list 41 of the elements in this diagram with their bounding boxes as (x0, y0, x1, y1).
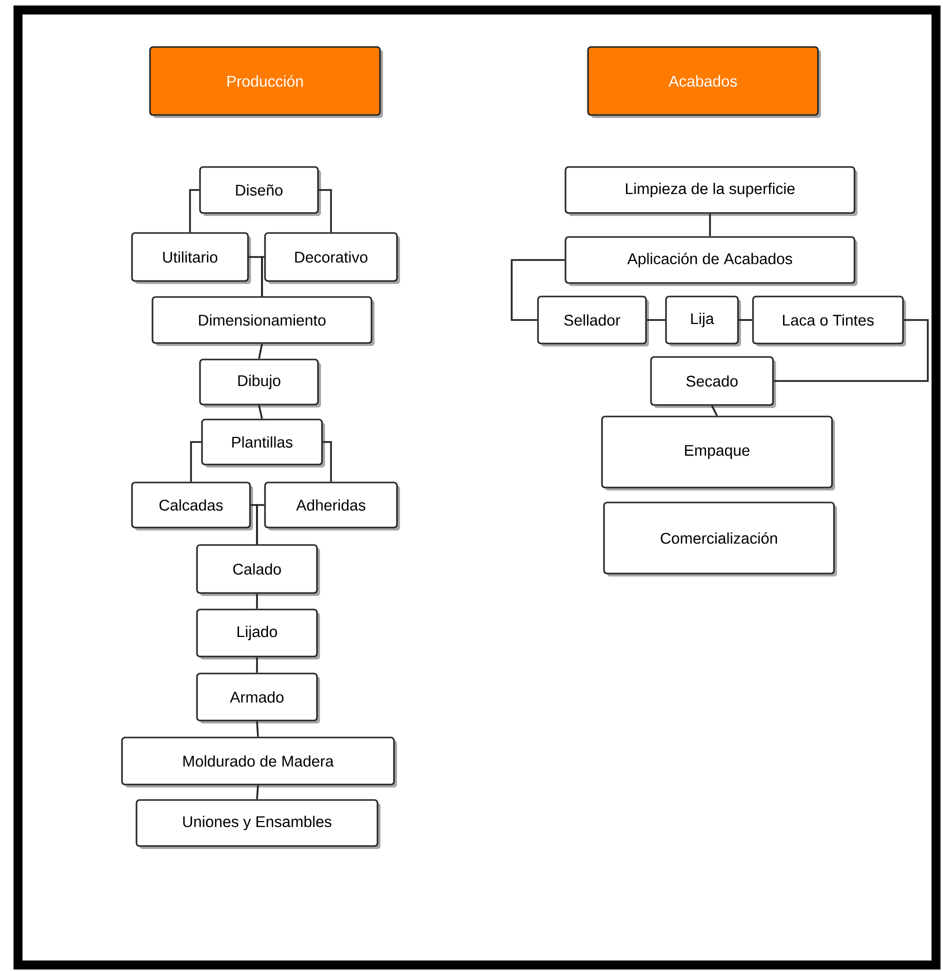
connector-line (256, 785, 259, 800)
process-box: Dimensionamiento (152, 296, 374, 346)
connector-line (709, 214, 711, 236)
process-box: Uniones y Ensambles (136, 799, 380, 849)
process-box: Plantillas (201, 418, 325, 468)
connector-line (774, 319, 929, 382)
process-box: Moldurado de Madera (121, 736, 397, 788)
connector-line (258, 405, 263, 419)
connector-line (261, 256, 264, 296)
connector-line (256, 721, 259, 737)
process-box: Calcadas (131, 482, 253, 530)
process-box: Calado (196, 544, 320, 596)
process-box: Utilitario (131, 232, 251, 284)
connector-line (189, 189, 200, 232)
process-box: Comercialización (603, 502, 837, 576)
process-box: Armado (196, 672, 320, 724)
section-header: Producción (149, 46, 383, 118)
process-box: Laca o Tintes (752, 296, 906, 346)
connector-line (258, 344, 263, 359)
connector-line (256, 594, 258, 609)
connector-line (738, 319, 752, 321)
connector-line (256, 504, 264, 544)
connector-line (322, 441, 332, 482)
process-box: Empaque (601, 416, 835, 490)
process-box: Secado (650, 356, 776, 408)
section-header: Acabados (587, 46, 821, 118)
connector-line (190, 441, 202, 482)
process-box: Diseño (199, 166, 321, 216)
process-box: Aplicación de Acabados (564, 236, 858, 286)
process-box: Decorativo (264, 232, 400, 284)
process-box: Lija (665, 296, 741, 346)
process-box: Limpieza de la superficie (564, 166, 858, 216)
process-box: Sellador (537, 296, 649, 346)
connector-line (646, 319, 666, 321)
connector-line (256, 657, 258, 673)
process-box: Dibujo (199, 358, 321, 408)
connector-line (510, 259, 565, 321)
connector-line (318, 189, 332, 232)
process-box: Lijado (196, 608, 320, 660)
process-box: Adheridas (264, 482, 400, 530)
connector-line (711, 405, 718, 416)
